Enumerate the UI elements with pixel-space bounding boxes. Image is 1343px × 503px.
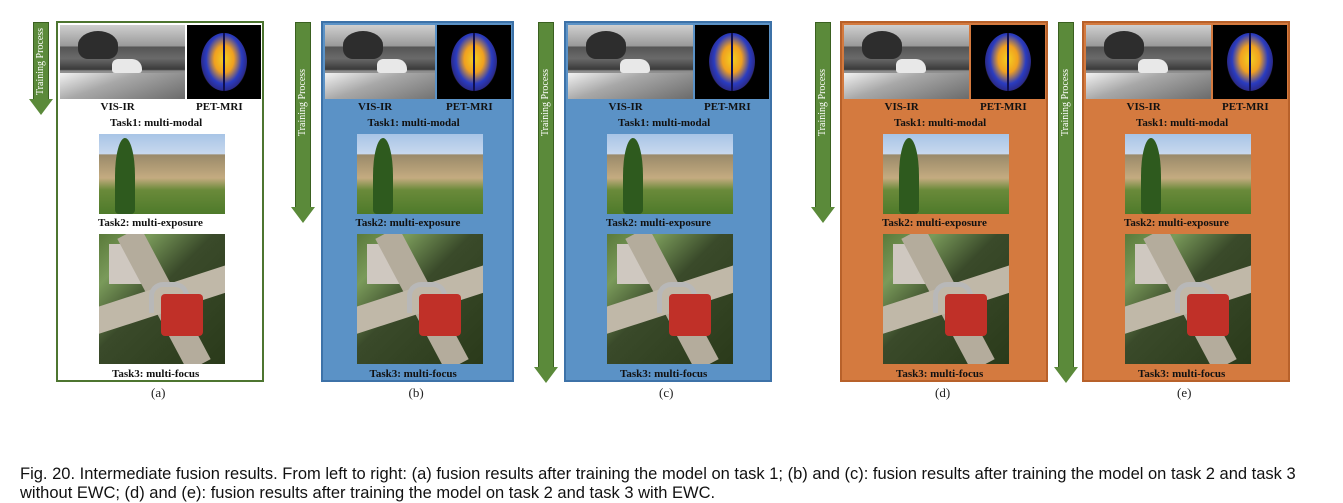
vis-ir-fused-image [568, 25, 693, 99]
training-process-arrow: Training Process [811, 22, 835, 224]
training-process-label: Training Process [540, 68, 552, 136]
multi-focus-fused-image [356, 234, 483, 364]
task1-label: Task1: multi-modal [367, 117, 460, 129]
training-process-label: Training Process [817, 68, 829, 136]
pet-mri-fused-image [971, 25, 1045, 99]
training-process-label: Training Process [1060, 68, 1072, 136]
vis-ir-fused-image [60, 25, 185, 99]
vis-ir-fused-image [325, 25, 435, 99]
pet-mri-label: PET-MRI [1222, 101, 1269, 113]
training-process-arrow: Training Process [534, 22, 558, 384]
multi-focus-fused-image [883, 234, 1009, 364]
multi-exposure-fused-image [1125, 134, 1251, 214]
pet-mri-fused-image [1213, 25, 1287, 99]
task2-label: Task2: multi-exposure [98, 217, 203, 229]
multi-exposure-fused-image [883, 134, 1009, 214]
task3-label: Task3: multi-focus [620, 368, 708, 380]
multi-focus-fused-image [1125, 234, 1251, 364]
vis-ir-label: VIS-IR [358, 101, 393, 113]
panel-a: VIS-IR PET-MRI Task1: multi-modal Task2:… [56, 21, 264, 382]
vis-ir-label: VIS-IR [608, 101, 643, 113]
multi-focus-fused-image [607, 234, 733, 364]
training-process-label: Training Process [297, 68, 309, 136]
subfigure-label: (c) [659, 385, 674, 400]
multi-exposure-fused-image [607, 134, 733, 214]
pet-mri-label: PET-MRI [196, 101, 243, 113]
pet-mri-fused-image [695, 25, 769, 99]
task2-label: Task2: multi-exposure [606, 217, 711, 229]
panel-d: VIS-IR PET-MRI Task1: multi-modal Task2:… [840, 21, 1048, 382]
task3-label: Task3: multi-focus [896, 368, 984, 380]
vis-ir-label: VIS-IR [1126, 101, 1161, 113]
task2-label: Task2: multi-exposure [882, 217, 987, 229]
vis-ir-fused-image [844, 25, 969, 99]
figure-caption: Fig. 20. Intermediate fusion results. Fr… [20, 464, 1296, 502]
pet-mri-fused-image [437, 25, 511, 99]
task3-label: Task3: multi-focus [112, 368, 200, 380]
pet-mri-label: PET-MRI [704, 101, 751, 113]
training-process-arrow: Training Process [1054, 22, 1078, 384]
pet-mri-label: PET-MRI [980, 101, 1027, 113]
vis-ir-label: VIS-IR [884, 101, 919, 113]
vis-ir-label: VIS-IR [100, 101, 135, 113]
pet-mri-label: PET-MRI [446, 101, 493, 113]
vis-ir-fused-image [1086, 25, 1211, 99]
task1-label: Task1: multi-modal [110, 117, 203, 129]
panel-e: VIS-IR PET-MRI Task1: multi-modal Task2:… [1082, 21, 1290, 382]
task3-label: Task3: multi-focus [369, 368, 457, 380]
task1-label: Task1: multi-modal [618, 117, 711, 129]
subfigure-label: (b) [408, 385, 424, 400]
training-process-arrow: Training Process [291, 22, 315, 224]
subfigure-label: (a) [151, 385, 166, 400]
multi-exposure-fused-image [356, 134, 483, 214]
task2-label: Task2: multi-exposure [355, 217, 461, 229]
panel-b: VIS-IR PET-MRI Task1: multi-modal Task2:… [321, 21, 514, 382]
training-process-arrow: Training Process [29, 22, 53, 116]
task3-label: Task3: multi-focus [1138, 368, 1226, 380]
pet-mri-fused-image [187, 25, 261, 99]
training-process-label: Training Process [35, 27, 47, 95]
subfigure-label: (e) [1177, 385, 1192, 400]
subfigure-label: (d) [935, 385, 951, 400]
panel-c: VIS-IR PET-MRI Task1: multi-modal Task2:… [564, 21, 772, 382]
task2-label: Task2: multi-exposure [1124, 217, 1229, 229]
multi-focus-fused-image [99, 234, 225, 364]
task1-label: Task1: multi-modal [894, 117, 987, 129]
multi-exposure-fused-image [99, 134, 225, 214]
task1-label: Task1: multi-modal [1136, 117, 1229, 129]
